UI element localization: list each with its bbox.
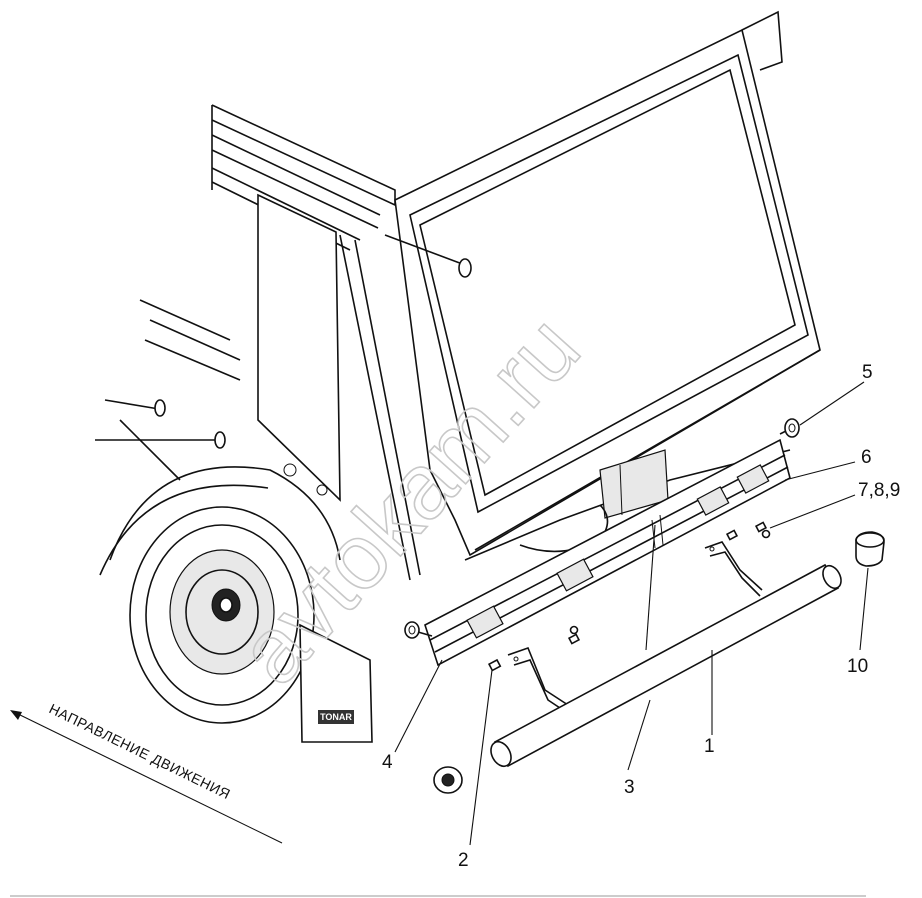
part-7-8-9-fasteners [567, 521, 771, 645]
part-6-bumper-beam [424, 438, 791, 667]
callout-1: 1 [704, 736, 715, 757]
callout-4: 4 [382, 752, 393, 773]
part-1-tube [490, 563, 842, 768]
truck-frame-drawing [95, 10, 821, 581]
rear-wheel-drawing: TONAR [99, 466, 373, 743]
nut-drawing [433, 766, 463, 794]
leader-5 [799, 381, 865, 426]
part-5-tow-eye [779, 418, 800, 438]
mudflap-logo: TONAR [320, 712, 352, 722]
leader-3b [645, 524, 656, 651]
callout-7-8-9: 7,8,9 [858, 480, 900, 501]
arrow-head-icon [10, 710, 22, 720]
mudflap-logo-plate [318, 710, 354, 724]
leader-6 [784, 461, 856, 481]
leader-10 [859, 567, 869, 651]
part-10-plug [855, 531, 885, 567]
callout-10: 10 [847, 656, 868, 677]
part-3-bracket-left [507, 646, 569, 713]
callout-2: 2 [458, 850, 469, 871]
callout-6: 6 [861, 447, 872, 468]
part-4-tow-hook [404, 621, 433, 639]
leader-lines [394, 381, 869, 846]
leader-3 [627, 699, 651, 771]
callout-3: 3 [624, 777, 635, 798]
part-2-pin [487, 658, 502, 672]
direction-arrow: НАПРАВЛЕНИЕ ДВИЖЕНИЯ [10, 700, 283, 844]
leader-789 [769, 494, 856, 529]
leader-4 [394, 659, 443, 753]
leader-2 [469, 669, 493, 846]
callout-5: 5 [862, 362, 873, 383]
part-3-bracket-right [704, 541, 763, 597]
